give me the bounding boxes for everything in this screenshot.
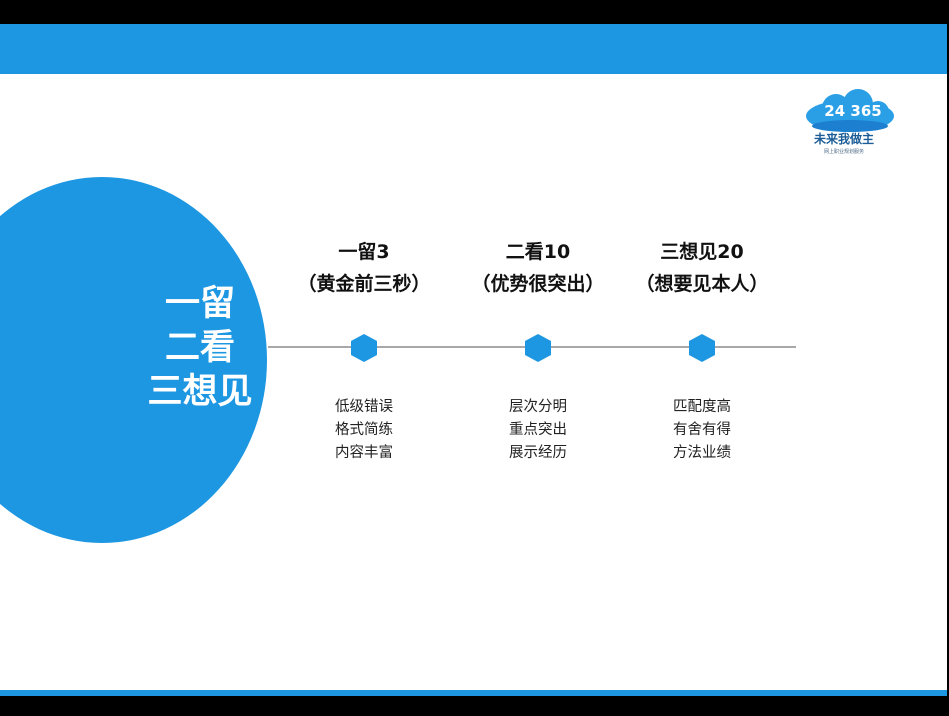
hexagon-icon [689,334,715,362]
hexagon-icon [525,334,551,362]
list-item: 展示经历 [509,445,567,461]
stage-3-heading: 三想见20 （想要见本人） [602,236,802,300]
stage-2-list: 层次分明 重点突出 展示经历 [478,396,598,465]
main-title: 一留 二看 三想见 [130,282,270,414]
logo-slogan: 网上职业规划服务 [823,149,864,155]
list-item: 匹配度高 [673,399,731,415]
list-item: 低级错误 [335,399,393,415]
list-item: 重点突出 [509,422,567,438]
stage-2-heading: 二看10 （优势很突出） [438,236,638,300]
slide: 24 365 未来我做主 网上职业规划服务 一留 二看 三想见 一留3 （黄金前… [0,24,947,696]
top-banner [0,24,947,74]
bottom-banner [0,690,947,696]
stage-1-heading: 一留3 （黄金前三秒） [264,236,464,300]
stage-3-list: 匹配度高 有舍有得 方法业绩 [642,396,762,465]
stage-2-title: 二看10 [505,241,571,263]
logo-name: 未来我做主 [813,132,874,146]
logo-number: 24 365 [824,102,882,120]
list-item: 方法业绩 [673,445,731,461]
stage-1-list: 低级错误 格式简练 内容丰富 [304,396,424,465]
main-title-line-1: 一留 [164,284,235,324]
main-title-line-2: 二看 [164,328,235,368]
stage-2-subtitle: （优势很突出） [471,273,605,295]
title-circle [0,177,267,543]
cloud-icon [806,89,894,132]
main-title-line-3: 三想见 [147,372,253,412]
stage-1-subtitle: （黄金前三秒） [297,273,431,295]
list-item: 内容丰富 [335,445,393,461]
list-item: 层次分明 [509,399,567,415]
hexagon-icon [351,334,377,362]
stage-1-title: 一留3 [338,241,390,263]
list-item: 格式简练 [335,422,393,438]
stage-3-subtitle: （想要见本人） [635,273,769,295]
stage-3-title: 三想见20 [660,241,744,263]
list-item: 有舍有得 [673,422,731,438]
brand-logo: 24 365 未来我做主 网上职业规划服务 [800,88,900,166]
